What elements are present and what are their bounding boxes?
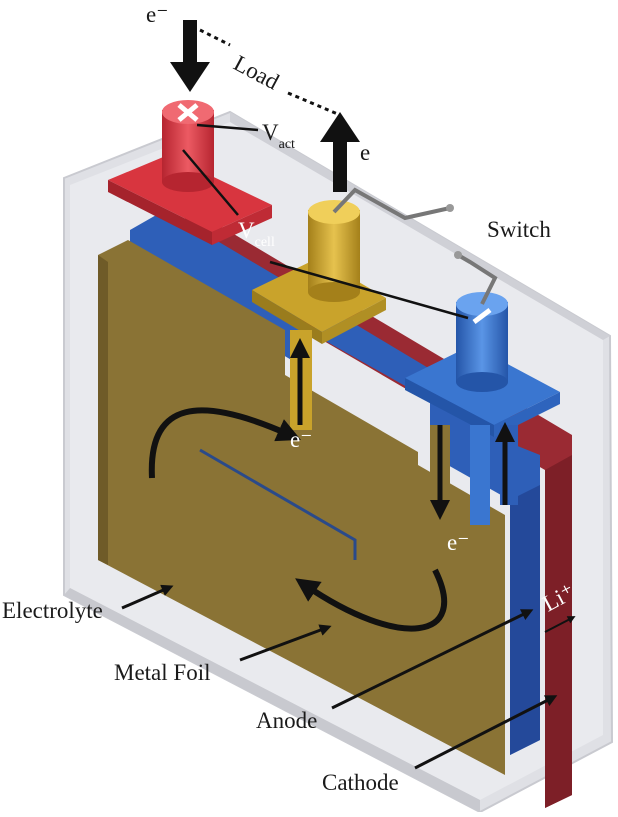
electrolyte-label: Electrolyte bbox=[2, 598, 103, 623]
electron-out-arrow bbox=[320, 112, 360, 192]
electron-label-center: e⁻ bbox=[290, 427, 312, 452]
label-pointers bbox=[121, 584, 576, 770]
anode-label: Anode bbox=[256, 708, 317, 733]
load-label: Load bbox=[230, 50, 284, 94]
plus-icon bbox=[177, 103, 199, 122]
cathode-label: Cathode bbox=[322, 770, 399, 795]
positive-terminal bbox=[108, 100, 272, 245]
electron-in-arrow bbox=[170, 20, 210, 92]
voltage-lines bbox=[182, 123, 469, 320]
electron-label-right: e⁻ bbox=[447, 530, 469, 555]
electron-label-top-right: e bbox=[360, 140, 370, 165]
metal-foil-plate bbox=[98, 240, 505, 775]
load-connection bbox=[199, 28, 341, 117]
internal-flow-arrows bbox=[148, 338, 515, 632]
minus-icon bbox=[472, 308, 492, 324]
electron-label-top-left: e⁻ bbox=[146, 2, 168, 27]
negative-terminal bbox=[405, 251, 560, 437]
v-act-label: Vact bbox=[262, 120, 295, 152]
v-cell-label: Vcell bbox=[238, 218, 275, 250]
metal-foil-label: Metal Foil bbox=[114, 660, 210, 685]
switch-label: Switch bbox=[487, 217, 551, 242]
